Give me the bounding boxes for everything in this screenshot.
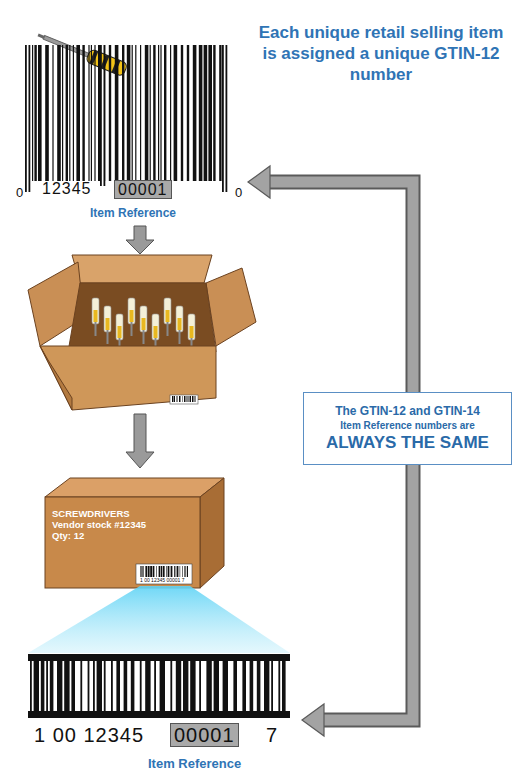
arrow-outline (322, 465, 413, 720)
check-digit: 0 (16, 185, 23, 200)
diagram-title: Each unique retail selling item is assig… (252, 22, 510, 85)
upc-barcode (25, 45, 227, 192)
carton-text: SCREWDRIVERS (52, 508, 188, 519)
callout-subheading: Item Reference numbers are (340, 419, 475, 432)
open-case (28, 255, 256, 410)
callout-heading: The GTIN-12 and GTIN-14 (335, 404, 480, 419)
carton-marking: SCREWDRIVERSVendor stock #12345Qty: 12 (50, 506, 190, 556)
shipping-carton (45, 478, 224, 588)
callout-emphasis: ALWAYS THE SAME (326, 432, 489, 454)
company-prefix: 12345 (42, 180, 92, 198)
check-digit: 0 (235, 185, 242, 200)
arrow-body (268, 182, 413, 392)
carton-text: Qty: 12 (52, 530, 188, 541)
callout-box: The GTIN-12 and GTIN-14Item Reference nu… (303, 392, 512, 465)
screwdriver (35, 28, 127, 76)
item-reference-box: 00001 (114, 180, 172, 199)
item-reference-label: Item Reference (90, 206, 176, 220)
carton-text: Vendor stock #12345 (52, 519, 188, 530)
carton-barcode-text: 1 00 12345 00001 7 (140, 577, 185, 583)
scanner-beam (28, 586, 290, 653)
gtin14-prefix: 1 00 12345 (34, 724, 144, 747)
arrow-body (322, 465, 413, 720)
thick-arrow-connector (302, 465, 413, 736)
arrow-outline (268, 182, 413, 392)
check-digit: 7 (266, 724, 277, 747)
itf-barcode (28, 654, 290, 718)
item-reference-box: 00001 (170, 723, 239, 747)
itf-barcode-digits: 1 00 12345 00001 7Item Reference (20, 652, 302, 775)
item-reference-label: Item Reference (148, 756, 241, 771)
upc-barcode-digits: 0 12345 00001 0Item Reference (8, 40, 248, 225)
arrow-head (248, 166, 270, 198)
arrow-head (302, 704, 324, 736)
thick-arrow-connector (248, 166, 413, 392)
